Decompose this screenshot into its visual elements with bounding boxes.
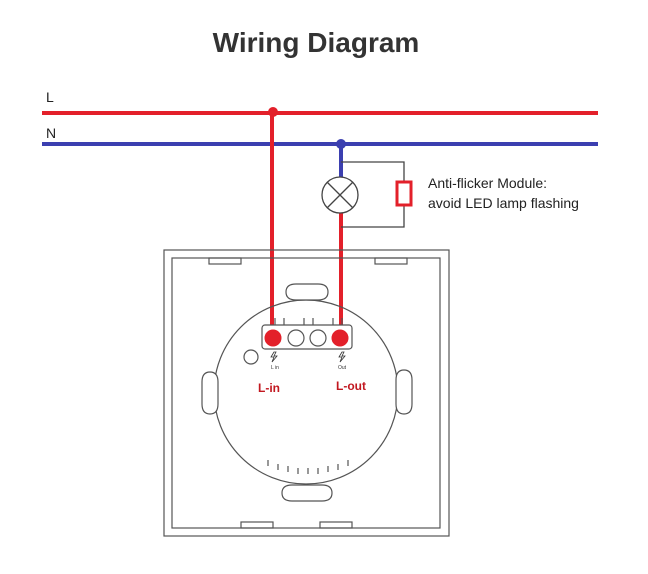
mounting-hole (243, 349, 259, 365)
anti-flicker-module-icon (395, 180, 413, 207)
mounting-box (201, 283, 413, 502)
module-note-line1: Anti-flicker Module: (428, 175, 547, 191)
switch-plate-outer (163, 249, 450, 537)
terminal-block (261, 318, 353, 350)
terminal-screw (309, 329, 327, 347)
terminal-l-in-dot (264, 329, 282, 347)
switch-plate (163, 249, 450, 537)
terminal-l-out-label: L-out (336, 379, 366, 393)
lightning-icon (338, 351, 346, 363)
lamp-icon (321, 176, 359, 214)
live-line-label: L (46, 89, 54, 105)
terminal-l-in-label: L-in (258, 381, 280, 395)
terminal-fins (274, 318, 343, 325)
plate-clip (240, 521, 274, 529)
left-screw-slot (201, 371, 219, 415)
lightning-icon (270, 351, 278, 363)
right-screw-slot (395, 369, 413, 415)
terminal-l-out-dot (331, 329, 349, 347)
terminal-l-out-small-label: Out (338, 365, 347, 371)
diagram-title: Wiring Diagram (213, 27, 420, 58)
module-note-line2: avoid LED lamp flashing (428, 195, 579, 211)
switch-plate-inner (171, 257, 441, 529)
terminal-l-in-small-label: L in (271, 365, 279, 371)
vent-teeth (267, 460, 349, 474)
plate-clip (319, 521, 353, 529)
plate-clip (208, 257, 242, 265)
plate-clip (374, 257, 408, 265)
bottom-screw-slot (281, 484, 333, 502)
neutral-line-label: N (46, 125, 56, 141)
top-screw-slot (285, 283, 329, 301)
terminal-screw (287, 329, 305, 347)
terminal-housing (261, 324, 353, 350)
